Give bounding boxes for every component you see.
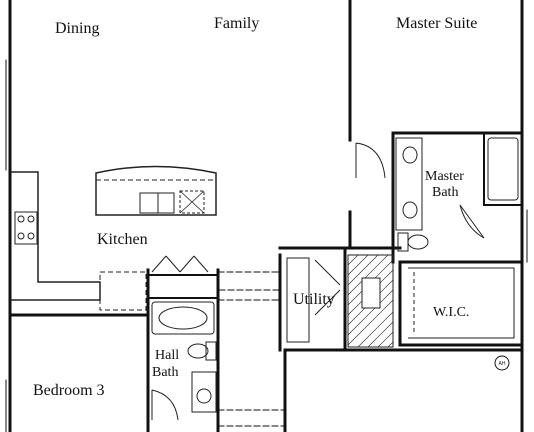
label-dining: Dining [55,20,99,37]
burner-4 [27,232,35,240]
ah-badge: AH [494,355,510,371]
ah-badge-label: AH [499,361,506,367]
master-vanity [395,137,423,231]
kitchen-island [95,165,217,216]
wic-shelf [408,267,515,339]
master-shower [487,137,519,201]
master-bath-door [459,204,485,239]
pantry [99,271,147,311]
dishwasher-x2 [179,190,205,214]
left-counter [10,171,101,301]
master-sink-1 [402,146,418,164]
label-hall-bath-2: Bath [152,365,178,380]
pantry-doors [151,255,209,273]
dishwasher [179,190,205,214]
hall-sink [196,388,212,404]
island-sink-left [139,192,159,214]
hall-toilet-tank [205,341,217,361]
island-sink-right [157,192,175,214]
label-hall-bath-1: Hall [155,348,179,363]
hall-opening-upper [217,271,281,291]
hall-bath-door [151,389,179,421]
master-suite-door [355,142,386,179]
hall-tub [151,301,215,335]
label-family: Family [214,15,259,32]
label-master-bath-2: Bath [432,185,458,200]
hall-tub-basin [158,306,208,330]
master-toilet-bowl [407,234,429,250]
water-heater [361,277,381,309]
burner-1 [17,215,25,223]
burner-3 [17,232,25,240]
range [14,211,38,245]
label-bedroom-3: Bedroom 3 [33,382,105,399]
label-wic: W.I.C. [433,305,469,320]
master-sink-2 [402,201,418,219]
hall-opening-lower [217,409,286,427]
kitchen-fixtures [10,165,217,311]
hall-toilet-bowl [187,343,209,359]
label-kitchen: Kitchen [97,231,148,248]
hatched-storage [347,254,394,348]
utility-closet [286,257,310,343]
hall-bath-fixtures [151,301,217,421]
label-utility: Utility [293,291,335,308]
burner-2 [27,215,35,223]
label-master-suite: Master Suite [396,15,477,32]
hall-vanity [191,371,217,413]
label-master-bath-1: Master [425,169,464,184]
utility-fixtures [286,254,394,348]
walls [5,0,528,432]
utility-door [314,259,341,316]
master-bath-fixtures [355,137,519,339]
ah-badge-circle [494,355,510,371]
